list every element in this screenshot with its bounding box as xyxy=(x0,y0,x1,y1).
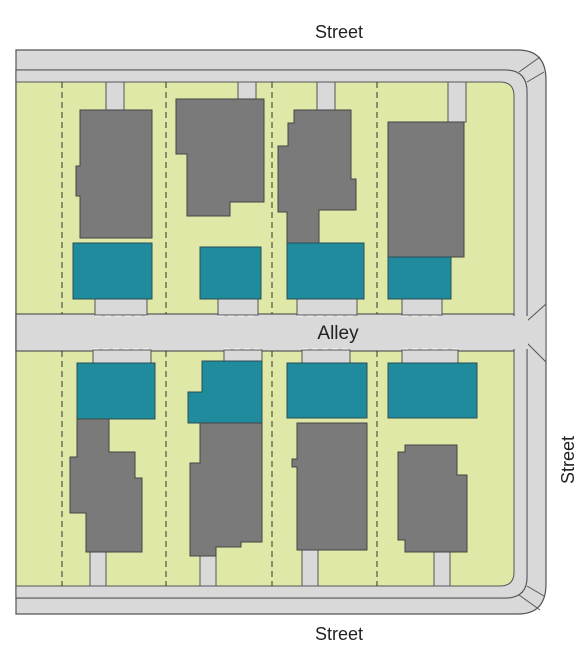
house-top-1 xyxy=(75,109,153,239)
garage-top-1 xyxy=(72,242,153,300)
house-bottom-3 xyxy=(291,422,368,551)
corner-line-top2 xyxy=(526,71,545,83)
garage-top-2 xyxy=(199,246,262,300)
corner-line-bottom2 xyxy=(526,585,545,597)
alley-label: Alley xyxy=(317,323,359,344)
street-label-right: Street xyxy=(558,436,578,484)
alley xyxy=(15,313,515,352)
corner-line-top xyxy=(518,56,541,73)
house-bottom-2 xyxy=(189,422,263,557)
garage-bottom-1 xyxy=(76,362,156,420)
garage-bottom-3 xyxy=(286,362,368,419)
garage-top-3 xyxy=(286,242,365,300)
corner-line-bottom xyxy=(518,594,541,611)
garage-bottom-2 xyxy=(187,360,263,424)
garages-top xyxy=(72,242,452,300)
house-top-2 xyxy=(175,98,265,217)
alley-dashes xyxy=(93,315,458,350)
houses-top xyxy=(75,98,465,258)
house-bottom-4 xyxy=(397,444,468,553)
alley-mouth xyxy=(512,316,528,349)
garage-top-4 xyxy=(387,256,452,300)
driveways-top xyxy=(94,298,443,316)
street-label-top: Street xyxy=(315,22,363,42)
garage-bottom-4 xyxy=(387,362,478,419)
garages-bottom xyxy=(76,360,478,424)
houses-bottom xyxy=(69,418,468,557)
house-bottom-1 xyxy=(69,418,143,553)
house-top-4 xyxy=(387,121,465,258)
lot-lines xyxy=(61,82,378,586)
sidewalk xyxy=(15,69,528,599)
driveways-bottom xyxy=(92,349,459,364)
street-label-bottom: Street xyxy=(315,624,363,644)
front-walks-bottom xyxy=(89,549,451,587)
